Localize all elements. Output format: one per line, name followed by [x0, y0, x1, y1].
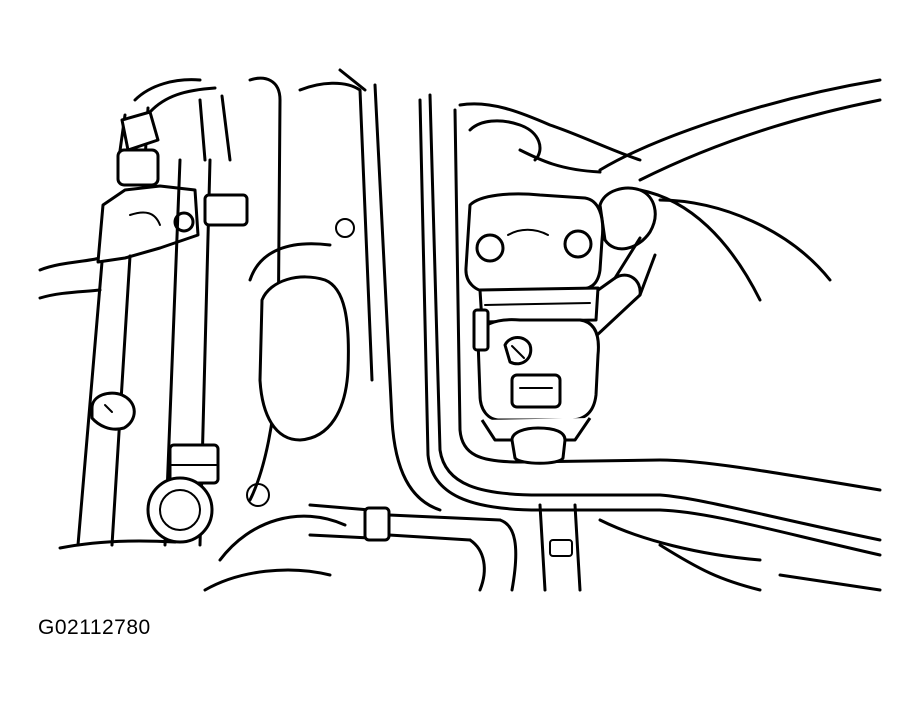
figure-id-label: G02112780 — [38, 616, 151, 639]
universal-joint — [464, 192, 605, 465]
steering-column-bracket — [76, 78, 217, 547]
frame-member — [203, 68, 442, 592]
body-panel-contours — [418, 93, 882, 592]
upper-beam — [458, 78, 882, 302]
upper-bolt-right-icon — [563, 229, 593, 259]
bracket-bolt-icon — [173, 211, 195, 233]
left-shaft — [146, 94, 249, 547]
lower-pipe — [308, 503, 582, 592]
upper-bolt-left-icon — [475, 233, 505, 263]
